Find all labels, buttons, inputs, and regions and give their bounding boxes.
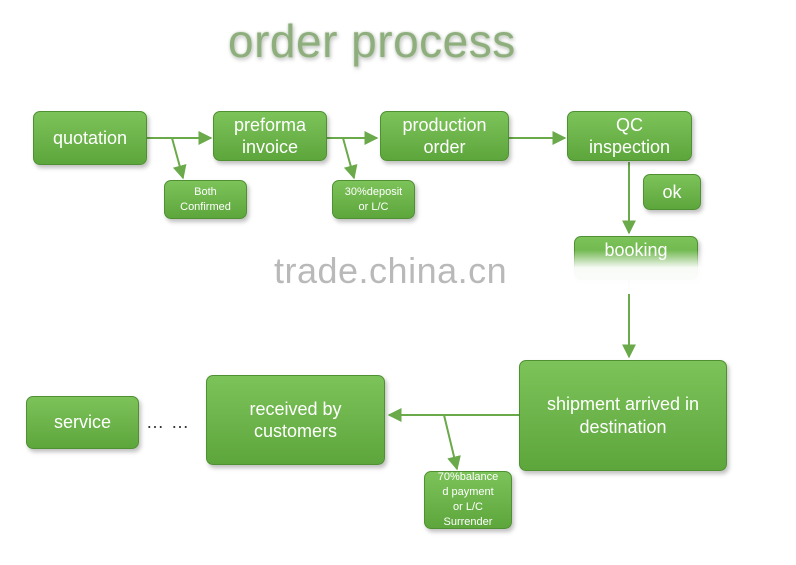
note-both-confirmed-label: Both Confirmed — [180, 185, 231, 213]
step-preforma-invoice: preforma invoice — [213, 111, 327, 161]
step-received-by-customers-label: received by customers — [249, 398, 342, 442]
note-balance-payment-label: 70%balance d payment or L/C Surrender — [437, 471, 499, 528]
step-quotation: quotation — [33, 111, 147, 165]
diagram-title: order process — [228, 15, 516, 67]
continuation-ellipsis: … … — [146, 412, 191, 432]
arrow-to-balance-note — [443, 414, 461, 471]
status-ok: ok — [643, 174, 701, 210]
arrow-invoice-to-deposit — [342, 137, 358, 180]
step-service: service — [26, 396, 139, 449]
note-deposit-label: 30%deposit or L/C — [344, 185, 403, 213]
step-shipment-arrived-label: shipment arrived in destination — [546, 394, 700, 437]
step-preforma-invoice-label: preforma invoice — [233, 114, 307, 158]
step-qc-inspection-label: QC inspection — [588, 114, 671, 158]
step-production-order-label: production order — [402, 114, 487, 158]
booking-fade-overlay — [566, 250, 706, 294]
step-production-order: production order — [380, 111, 509, 161]
note-both-confirmed: Both Confirmed — [164, 180, 247, 219]
status-ok-label: ok — [662, 181, 682, 202]
watermark: trade.china.cn — [274, 250, 508, 291]
step-shipment-arrived: shipment arrived in destination — [519, 360, 727, 471]
step-service-label: service — [53, 412, 111, 433]
step-received-by-customers: received by customers — [206, 375, 385, 465]
note-balance-payment: 70%balance d payment or L/C Surrender — [424, 471, 512, 529]
step-quotation-label: quotation — [52, 127, 128, 148]
arrow-quotation-to-confirmed — [171, 137, 187, 180]
note-deposit: 30%deposit or L/C — [332, 180, 415, 219]
step-qc-inspection: QC inspection — [567, 111, 692, 161]
